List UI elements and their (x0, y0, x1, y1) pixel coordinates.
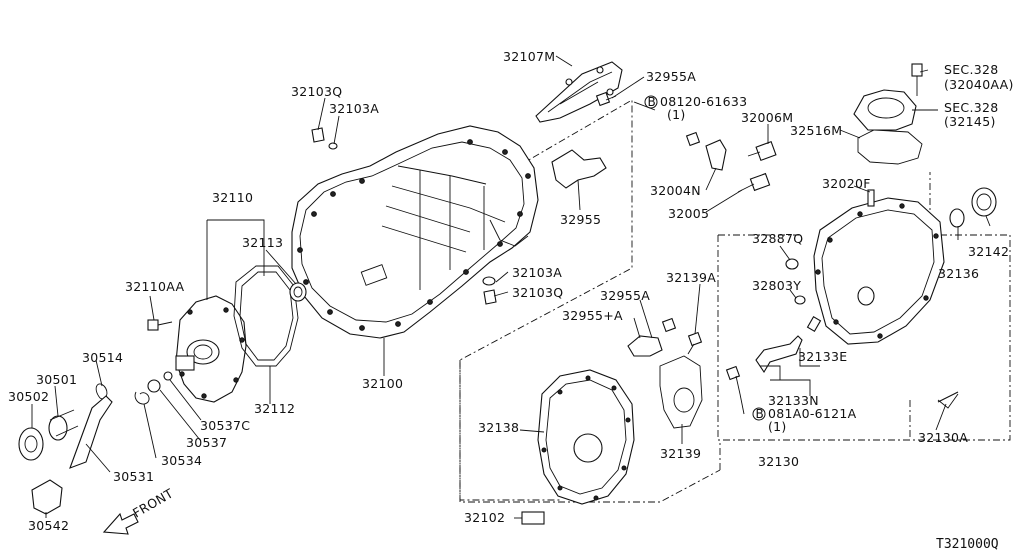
label-32102: 32102 (464, 510, 505, 525)
assembly-boundaries (459, 99, 1011, 503)
label-32955: 32955 (560, 212, 601, 227)
label-32516M: 32516M (790, 123, 842, 138)
bolt-marker-icon (644, 95, 658, 109)
label-32103Q-top: 32103Q (291, 84, 342, 99)
cover-sec328-b (853, 89, 917, 131)
shift-rail-cover-32107M (535, 61, 623, 123)
bolt-marker-label-2: B (756, 407, 764, 421)
bolt-32110AA (147, 319, 173, 331)
label-32107M: 32107M (503, 49, 555, 64)
label-32100: 32100 (362, 376, 403, 391)
plug-32887Q (785, 258, 799, 270)
bearing-sleeve-30501 (48, 409, 79, 441)
label-32103Q-mid: 32103Q (512, 285, 563, 300)
seal-32142 (971, 187, 997, 217)
label-081A0-qty: (1) (768, 419, 787, 434)
sensor-32006M (747, 140, 777, 162)
switch-32005 (737, 172, 771, 193)
bolt-32139A (687, 331, 703, 355)
label-32004N: 32004N (650, 183, 701, 198)
label-32110: 32110 (212, 190, 253, 205)
leader-lines (31, 55, 991, 519)
seal-32113 (289, 282, 307, 302)
bolt-marker-label: B (648, 95, 656, 109)
label-32887Q: 32887Q (752, 231, 803, 246)
label-30501: 30501 (36, 372, 77, 387)
bolt-32955A-top (595, 91, 617, 107)
pivot-30537C (163, 371, 173, 381)
bolt-081A0 (725, 365, 741, 395)
clip-30534 (134, 391, 150, 405)
label-30514: 30514 (82, 350, 123, 365)
gasket-32516M (857, 129, 923, 165)
part-labels: 32107M 32955A B 08120-61633 (1) 32006M 3… (8, 49, 1014, 533)
label-32005: 32005 (668, 206, 709, 221)
bolt-sec328-a (911, 63, 923, 96)
front-direction-indicator: FRONT (102, 485, 176, 535)
label-32136: 32136 (938, 266, 979, 281)
label-32133N: 32133N (768, 393, 819, 408)
label-32103A-mid: 32103A (512, 265, 562, 280)
label-32112: 32112 (254, 401, 295, 416)
dust-cover-30542 (31, 479, 63, 515)
label-sec328-a-sub: (32040AA) (944, 77, 1014, 92)
label-08120-qty: (1) (667, 107, 686, 122)
striking-rod-32133N (755, 316, 822, 374)
label-32133E: 32133E (798, 349, 847, 364)
label-30531: 30531 (113, 469, 154, 484)
bolt-marker-icon-2 (752, 407, 766, 421)
label-32139: 32139 (660, 446, 701, 461)
label-sec328-b-sub: (32145) (944, 114, 996, 129)
label-32110AA: 32110AA (125, 279, 184, 294)
bolt-32130A (937, 391, 959, 409)
transmission-case-32100 (291, 125, 539, 339)
pivot-30537 (147, 379, 161, 393)
label-32955A-mid: 32955A (600, 288, 650, 303)
rear-extension-32130 (813, 197, 945, 345)
adapter-plate-32138 (537, 369, 635, 505)
bush-32136 (949, 208, 965, 228)
withdrawal-lever-30531 (69, 395, 113, 469)
label-32006M: 32006M (741, 110, 793, 125)
bracket-32955A-mid (627, 317, 677, 357)
label-32138: 32138 (478, 420, 519, 435)
label-32130: 32130 (758, 454, 799, 469)
label-30542: 30542 (28, 518, 69, 533)
pin-32020F (867, 189, 875, 207)
label-32113: 32113 (242, 235, 283, 250)
front-arrow-icon (102, 512, 139, 535)
front-cover-32110 (175, 295, 247, 403)
label-sec328-a: SEC.328 (944, 62, 999, 77)
gasket-32112 (233, 265, 299, 367)
label-32103A-top: 32103A (329, 101, 379, 116)
washer-32103A-top (328, 142, 338, 150)
label-081A0-6121A: 081A0-6121A (768, 406, 857, 421)
label-32955A-top: 32955A (646, 69, 696, 84)
label-30502: 30502 (8, 389, 49, 404)
label-32803Y: 32803Y (752, 278, 801, 293)
label-32955plusA: 32955+A (562, 308, 623, 323)
release-bearing-30502 (18, 427, 44, 461)
bracket-32955 (551, 149, 607, 189)
front-label: FRONT (130, 485, 176, 520)
plug-32103Q-top (311, 127, 325, 143)
label-sec328-b: SEC.328 (944, 100, 999, 115)
label-30534: 30534 (161, 453, 202, 468)
label-30537: 30537 (186, 435, 227, 450)
label-30537C: 30537C (200, 418, 250, 433)
plug-32103-mid (482, 276, 497, 305)
washer-32803Y (794, 295, 806, 305)
gasket-32139 (659, 355, 703, 429)
block-32102 (521, 511, 545, 525)
bracket-32004N (685, 131, 727, 171)
label-32020F: 32020F (822, 176, 871, 191)
label-32142: 32142 (968, 244, 1009, 259)
label-08120-61633: 08120-61633 (660, 94, 747, 109)
reference-code: T321000Q (936, 537, 999, 552)
label-32139A: 32139A (666, 270, 716, 285)
label-32130A: 32130A (918, 430, 968, 445)
